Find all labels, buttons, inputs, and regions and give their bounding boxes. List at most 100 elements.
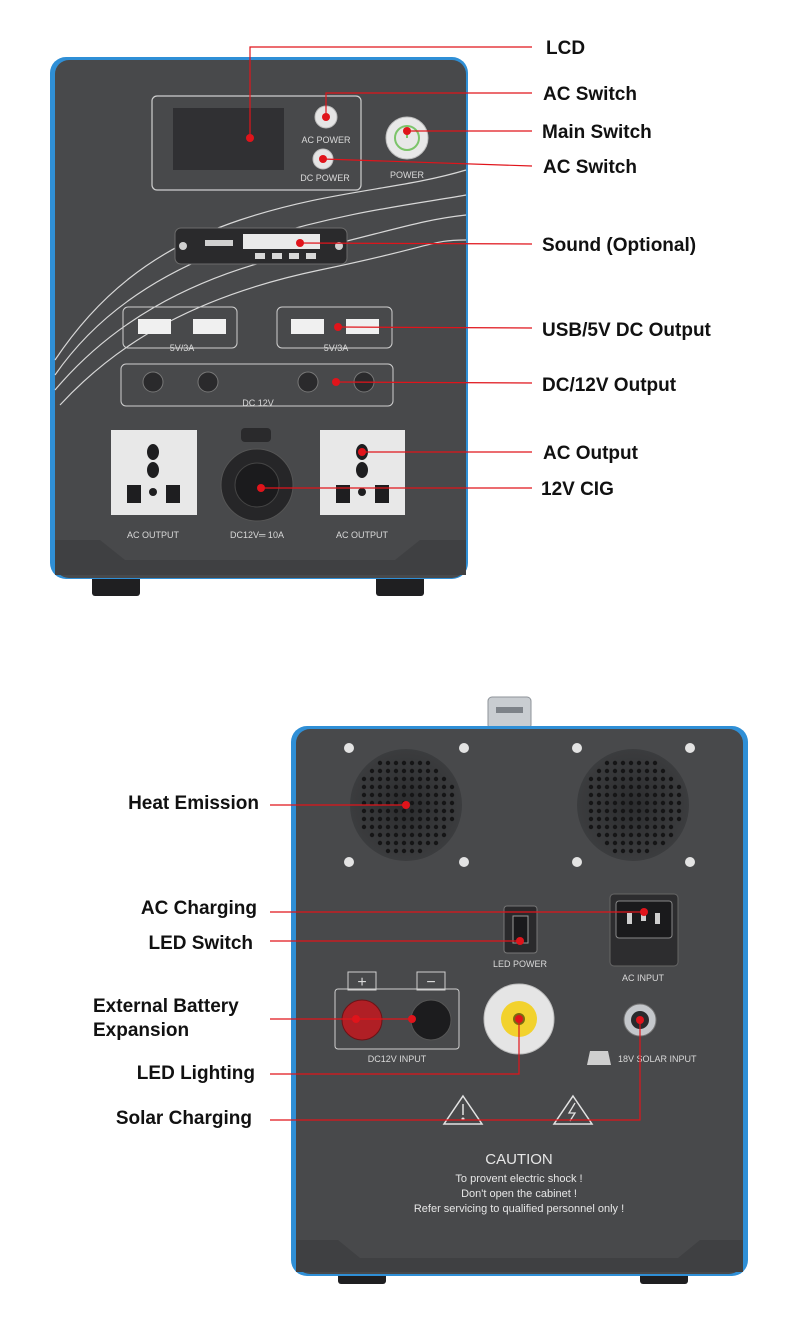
vent-hole: [393, 768, 399, 774]
vent-hole: [644, 776, 650, 782]
vent-hole: [612, 776, 618, 782]
usb-port-1[interactable]: [138, 319, 171, 334]
ac-outlet-left-holes: [127, 444, 180, 503]
front-callout-labels: LCD AC Switch Main Switch AC Switch Soun…: [541, 38, 712, 500]
callout-ext-battery-2: Expansion: [93, 1020, 189, 1041]
vent-hole: [652, 816, 658, 822]
callout-led-lighting: LED Lighting: [137, 1063, 255, 1084]
vent-hole: [393, 808, 399, 814]
callout-main-switch: Main Switch: [542, 122, 652, 143]
vent-hole: [393, 840, 399, 846]
lcd-line: [249, 46, 532, 138]
vent-hole: [433, 816, 439, 822]
vent-hole: [620, 832, 626, 838]
vent-hole: [636, 800, 642, 806]
usb-right-label: 5V/3A: [324, 343, 349, 353]
vent-hole: [660, 800, 666, 806]
vent-hole: [377, 760, 383, 766]
vent-hole: [401, 848, 407, 854]
cig-socket-inner: [234, 462, 280, 508]
solar-input-label: 18V SOLAR INPUT: [618, 1054, 697, 1064]
vent-hole: [612, 832, 618, 838]
vent-hole: [612, 760, 618, 766]
vent-hole: [401, 768, 407, 774]
solar-panel-icon: [587, 1051, 611, 1065]
dc-port-2[interactable]: [197, 371, 219, 393]
front-unit: AC POWER DC POWER POWER 5V/3A 5V/3A: [50, 57, 468, 596]
caution-line-1: To provent electric shock !: [455, 1173, 582, 1185]
lcd-screen: [173, 108, 284, 170]
vent-hole: [604, 816, 610, 822]
usb-port-4[interactable]: [346, 319, 379, 334]
battery-minus-terminal[interactable]: [410, 999, 452, 1041]
vent-hole: [628, 800, 634, 806]
front-foot-right: [376, 574, 424, 596]
usb-port-3[interactable]: [291, 319, 324, 334]
vent-hole: [409, 784, 415, 790]
vent-hole: [425, 776, 431, 782]
dc12v-label: DC 12V: [242, 398, 274, 408]
vent-hole: [401, 816, 407, 822]
vent-hole: [385, 832, 391, 838]
vent-hole: [668, 792, 674, 798]
vent-hole: [620, 840, 626, 846]
vent-hole: [393, 760, 399, 766]
vent-hole: [393, 816, 399, 822]
caution-line-3: Refer servicing to qualified personnel o…: [414, 1203, 624, 1215]
sound-screw-right: [335, 242, 343, 250]
ac-outlet-right-holes: [336, 444, 389, 503]
vent-hole: [369, 784, 375, 790]
usb-port-2[interactable]: [193, 319, 226, 334]
battery-plus-terminal[interactable]: [341, 999, 383, 1041]
vent-hole: [393, 832, 399, 838]
callout-ac-switch-top: AC Switch: [543, 84, 637, 105]
vent-hole: [652, 776, 658, 782]
vent-hole: [361, 808, 367, 814]
vent-hole: [385, 776, 391, 782]
vent-hole: [377, 800, 383, 806]
callout-led-switch: LED Switch: [148, 933, 253, 954]
ac-power-label: AC POWER: [301, 135, 351, 145]
vent-hole: [604, 840, 610, 846]
vent-hole: [636, 832, 642, 838]
vent-hole: [377, 832, 383, 838]
sound-buttons[interactable]: [255, 253, 316, 259]
vent-hole: [385, 800, 391, 806]
vent-hole: [369, 816, 375, 822]
vent-hole: [385, 840, 391, 846]
callout-heat: Heat Emission: [128, 793, 259, 814]
vent-hole: [604, 768, 610, 774]
power-label: POWER: [390, 170, 425, 180]
back-callout-labels: Heat Emission AC Charging LED Switch Ext…: [93, 793, 259, 1129]
vent-hole: [596, 768, 602, 774]
callout-lcd: LCD: [546, 38, 585, 59]
vent-hole: [596, 800, 602, 806]
vent-hole: [668, 808, 674, 814]
vent-hole: [417, 800, 423, 806]
vent-hole: [676, 808, 682, 814]
dc12v-line: [335, 381, 533, 384]
vent-hole: [369, 792, 375, 798]
vent-hole: [385, 768, 391, 774]
vent-hole: [644, 840, 650, 846]
ac-input-pin-3: [655, 913, 660, 924]
vent-hole: [425, 784, 431, 790]
front-bottom-skirt: [55, 540, 466, 575]
usb-left-label: 5V/3A: [170, 343, 195, 353]
vent-hole: [417, 792, 423, 798]
vent-hole: [612, 848, 618, 854]
vent-hole: [369, 824, 375, 830]
ac-output-left-label: AC OUTPUT: [127, 530, 180, 540]
vent-hole: [377, 768, 383, 774]
vent-hole: [377, 840, 383, 846]
caution-title: CAUTION: [485, 1151, 553, 1168]
vent-hole: [588, 784, 594, 790]
vent-hole: [441, 832, 447, 838]
led-lighting-line: [270, 1019, 520, 1075]
vent-hole: [660, 824, 666, 830]
dc-port-3[interactable]: [297, 371, 319, 393]
vent-hole: [433, 800, 439, 806]
dc-port-1[interactable]: [142, 371, 164, 393]
front-foot-left: [92, 574, 140, 596]
vent-hole: [636, 808, 642, 814]
